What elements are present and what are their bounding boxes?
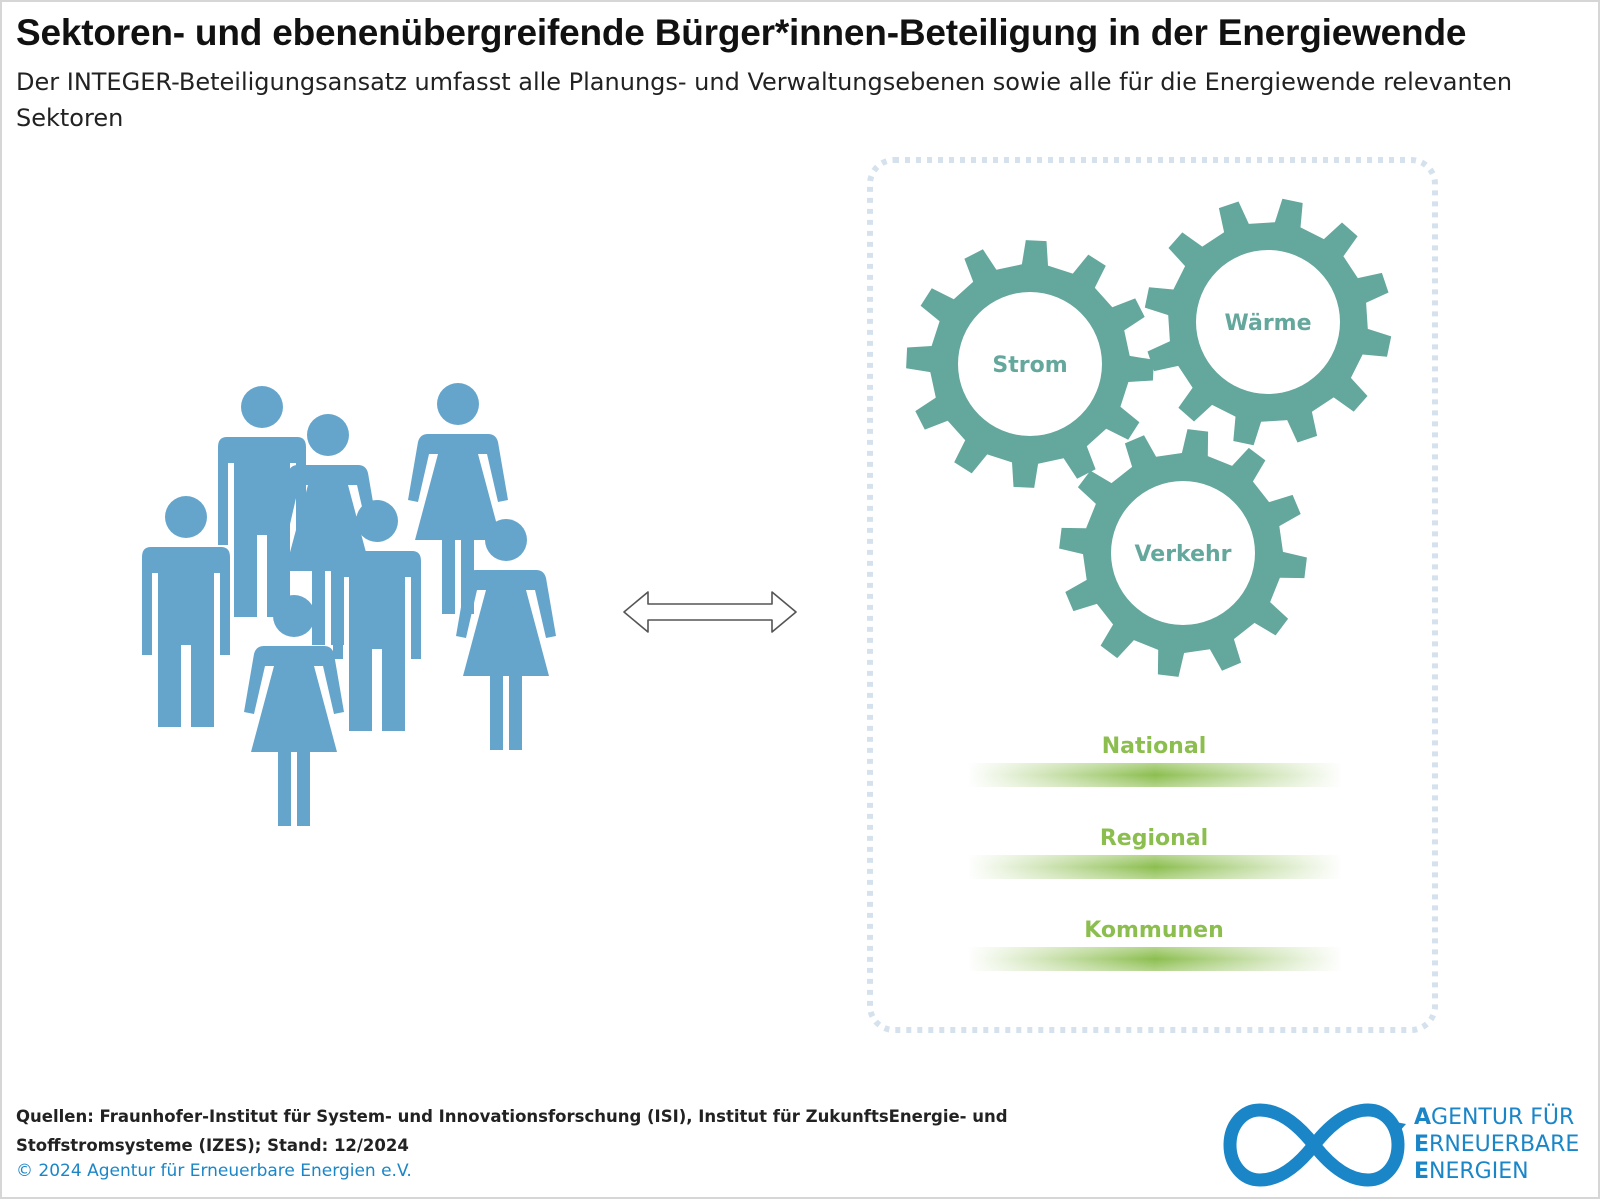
logo-line-2: ERNEUERBARE	[1414, 1132, 1580, 1157]
gear-icon	[906, 240, 1154, 488]
level-3: Kommunen	[968, 918, 1342, 971]
page-subtitle: Der INTEGER-Beteiligungsansatz umfasst a…	[16, 68, 1513, 132]
level-bar-sheen	[968, 947, 1342, 971]
gear-icon	[1144, 198, 1392, 446]
level-label: Kommunen	[1084, 918, 1224, 943]
organization-logo-text: AGENTUR FÜR ERNEUERBARE ENERGIEN	[1414, 1104, 1592, 1185]
level-1: National	[968, 734, 1342, 787]
person-man-icon	[142, 496, 230, 727]
gear-icon	[1059, 429, 1307, 677]
level-2: Regional	[968, 826, 1342, 879]
level-bar-sheen	[968, 763, 1342, 787]
logo-line-1: AGENTUR FÜR	[1414, 1105, 1575, 1130]
person-woman-icon	[244, 595, 344, 826]
copyright-text: © 2024 Agentur für Erneuerbare Energien …	[16, 1161, 412, 1181]
sources-line-1: Quellen: Fraunhofer-Institut für System-…	[16, 1107, 1008, 1126]
logo-line-3: ENERGIEN	[1414, 1159, 1529, 1184]
gear-3: Verkehr	[1059, 429, 1307, 677]
double-arrow-icon	[623, 591, 797, 633]
level-label: Regional	[1100, 826, 1208, 851]
page-title: Sektoren- und ebenenübergreifende Bürger…	[16, 12, 1467, 53]
sources-line-2: Stoffstromsysteme (IZES); Stand: 12/2024	[16, 1136, 409, 1155]
sources-text: Quellen: Fraunhofer-Institut für System-…	[16, 1102, 1196, 1160]
gear-label: Wärme	[1224, 311, 1311, 336]
sector-frame	[867, 157, 1438, 1033]
gear-label: Strom	[992, 353, 1067, 378]
gear-2: Wärme	[1144, 198, 1392, 446]
gear-label: Verkehr	[1134, 542, 1231, 567]
logo-arrow-icon	[1385, 1120, 1406, 1140]
people-group	[142, 383, 556, 826]
level-label: National	[1102, 734, 1206, 759]
level-bar-sheen	[968, 855, 1342, 879]
gear-1: Strom	[906, 240, 1154, 488]
infinity-logo-icon	[1223, 1103, 1405, 1187]
